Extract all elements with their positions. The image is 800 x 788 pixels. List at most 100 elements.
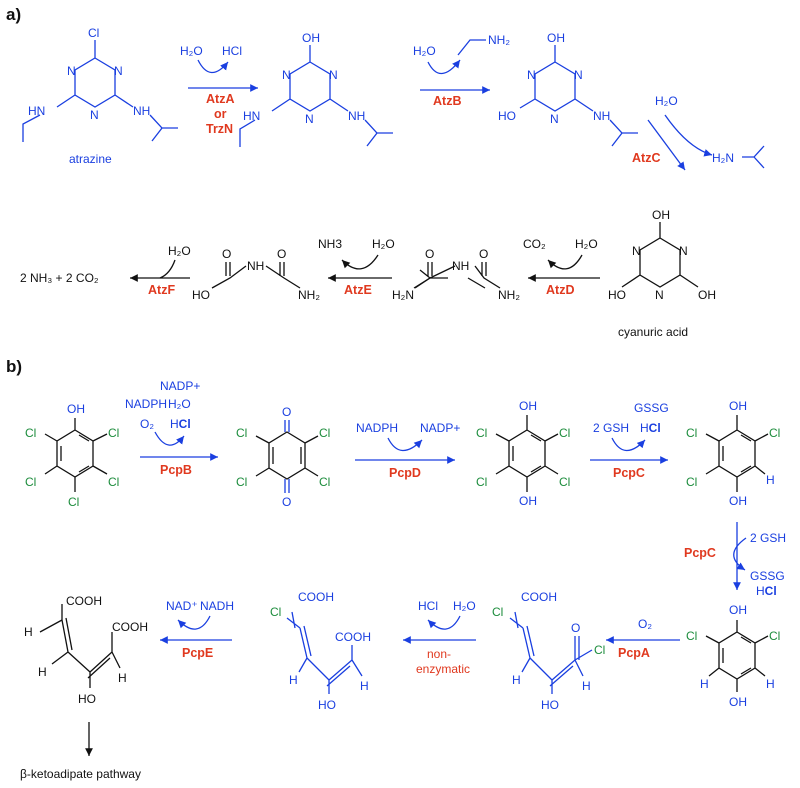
step-atzd: CO₂ H₂O AtzD	[523, 237, 600, 297]
atom-o: O	[222, 247, 231, 261]
cyanuric-acid-label: cyanuric acid	[618, 325, 688, 339]
reagent-h2o: H₂O	[453, 599, 476, 613]
atom-cl: Cl	[769, 629, 780, 643]
product-nadh: NADH	[200, 599, 234, 613]
biuret-structure: O O NH H₂N NH₂	[392, 247, 520, 302]
atom-cl: Cl	[559, 426, 570, 440]
step-pcpe: NAD⁺ NADH PcpE	[160, 599, 234, 660]
atom-o: O	[425, 247, 434, 261]
reagent-nad: NAD⁺	[166, 599, 198, 613]
final-products: 2 NH₃ + 2 CO₂	[20, 271, 99, 285]
step-atzb: H₂O NH₂ AtzB	[413, 33, 510, 108]
tetrachlorobenzoquinone-structure: O O Cl Cl Cl Cl	[236, 405, 330, 509]
atom-cl: Cl	[108, 426, 119, 440]
product-h2o: H₂O	[168, 397, 191, 411]
step-atza: H₂O HCl AtzA or TrzN	[180, 44, 258, 136]
enzyme-pcpd: PcpD	[389, 466, 421, 480]
atom-ho: HO	[541, 698, 559, 712]
hydroxyatrazine-structure: OH N N N HN NH	[239, 31, 393, 147]
atom-h: H	[766, 677, 775, 691]
ethylamine-nh2: NH₂	[488, 33, 510, 47]
atom-h: H	[118, 671, 127, 685]
ketoadipate-pathway-label: β-ketoadipate pathway	[20, 767, 141, 781]
atom-nh: NH	[247, 259, 264, 273]
reagent-h2o: H₂O	[168, 244, 191, 258]
atom-h: H	[512, 673, 521, 687]
atom-o: O	[571, 621, 580, 635]
atrazine-structure: Cl N N N HN NH atrazine	[22, 26, 178, 166]
step-atzf: H₂O AtzF 2 NH₃ + 2 CO₂	[20, 244, 191, 297]
atom-cl: Cl	[492, 605, 503, 619]
atom-cl: Cl	[476, 475, 487, 489]
atom-nh: NH	[593, 109, 610, 123]
step-pcpc-1: GSSG 2 GSH HCl PcpC	[590, 401, 669, 480]
product-hcl: HCl	[640, 421, 661, 435]
n-isopropylammelide-structure: OH N N N HO NH	[498, 31, 638, 147]
atom-cl: Cl	[68, 495, 79, 509]
atom-hn: HN	[28, 104, 45, 118]
atom-h2n: H₂N	[392, 288, 414, 302]
atom-oh: OH	[698, 288, 716, 302]
cyanuric-acid-structure: OH N N N HO OH cyanuric acid	[608, 208, 716, 339]
atom-n: N	[574, 68, 583, 82]
atom-ho: HO	[498, 109, 516, 123]
enzyme-pcpc: PcpC	[613, 466, 645, 480]
chlorohydroxymuconyl-chloride-structure: COOH Cl O Cl H H HO	[492, 590, 605, 712]
atrazine-label: atrazine	[69, 152, 112, 166]
step-atze: NH3 H₂O AtzE	[318, 237, 395, 297]
atom-n: N	[90, 108, 99, 122]
atom-n: N	[67, 64, 76, 78]
atom-cl: Cl	[559, 475, 570, 489]
atom-cl: Cl	[25, 426, 36, 440]
enzyme-atzd: AtzD	[546, 283, 574, 297]
reagent-h2o: H₂O	[413, 44, 436, 58]
atom-o: O	[282, 495, 291, 509]
step-atzc: H₂O AtzC H₂N	[632, 94, 765, 171]
atom-h: H	[360, 679, 369, 693]
product-gssg: GSSG	[634, 401, 669, 415]
product-hcl: HCl	[418, 599, 438, 613]
reagent-h2o: H₂O	[180, 44, 203, 58]
atom-nh: NH	[348, 109, 365, 123]
step-pcpa: O₂ PcpA	[606, 617, 680, 660]
atom-hn: HN	[243, 109, 260, 123]
atom-h: H	[24, 625, 33, 639]
product-nadp: NADP+	[160, 379, 200, 393]
reagent-h2o: H₂O	[655, 94, 678, 108]
non-enzymatic-label-1: non-	[427, 647, 451, 661]
atom-cl: Cl	[88, 26, 99, 40]
enzyme-trzn: TrzN	[206, 122, 233, 136]
atom-ho: HO	[608, 288, 626, 302]
reagent-2gsh: 2 GSH	[593, 421, 629, 435]
atom-cl: Cl	[686, 629, 697, 643]
atom-cl: Cl	[236, 475, 247, 489]
reagent-h2o: H₂O	[575, 237, 598, 251]
atom-n: N	[527, 68, 536, 82]
atom-oh: OH	[729, 695, 747, 709]
reagent-h2o: H₂O	[372, 237, 395, 251]
product-hcl: HCl	[756, 584, 777, 598]
atom-cooh: COOH	[298, 590, 334, 604]
atom-nh2: NH₂	[498, 288, 520, 302]
atom-cl: Cl	[686, 426, 697, 440]
enzyme-or: or	[214, 107, 227, 121]
atom-oh: OH	[652, 208, 670, 222]
enzyme-pcpa: PcpA	[618, 646, 650, 660]
atom-cooh: COOH	[112, 620, 148, 634]
step-pcpd: NADPH NADP+ PcpD	[355, 421, 460, 480]
atom-cl: Cl	[319, 475, 330, 489]
atom-oh: OH	[547, 31, 565, 45]
enzyme-atzf: AtzF	[148, 283, 175, 297]
atom-oh: OH	[729, 494, 747, 508]
atom-cooh: COOH	[521, 590, 557, 604]
atom-cl: Cl	[25, 475, 36, 489]
product-hcl: HCl	[170, 417, 191, 431]
enzyme-atzc: AtzC	[632, 151, 660, 165]
enzyme-atza: AtzA	[206, 92, 234, 106]
atom-h: H	[582, 679, 591, 693]
atom-n: N	[550, 112, 559, 126]
panel-label-a: a)	[6, 5, 21, 24]
reagent-2gsh: 2 GSH	[750, 531, 786, 545]
atom-nh2: NH₂	[298, 288, 320, 302]
reagent-o2: O₂	[140, 417, 154, 431]
